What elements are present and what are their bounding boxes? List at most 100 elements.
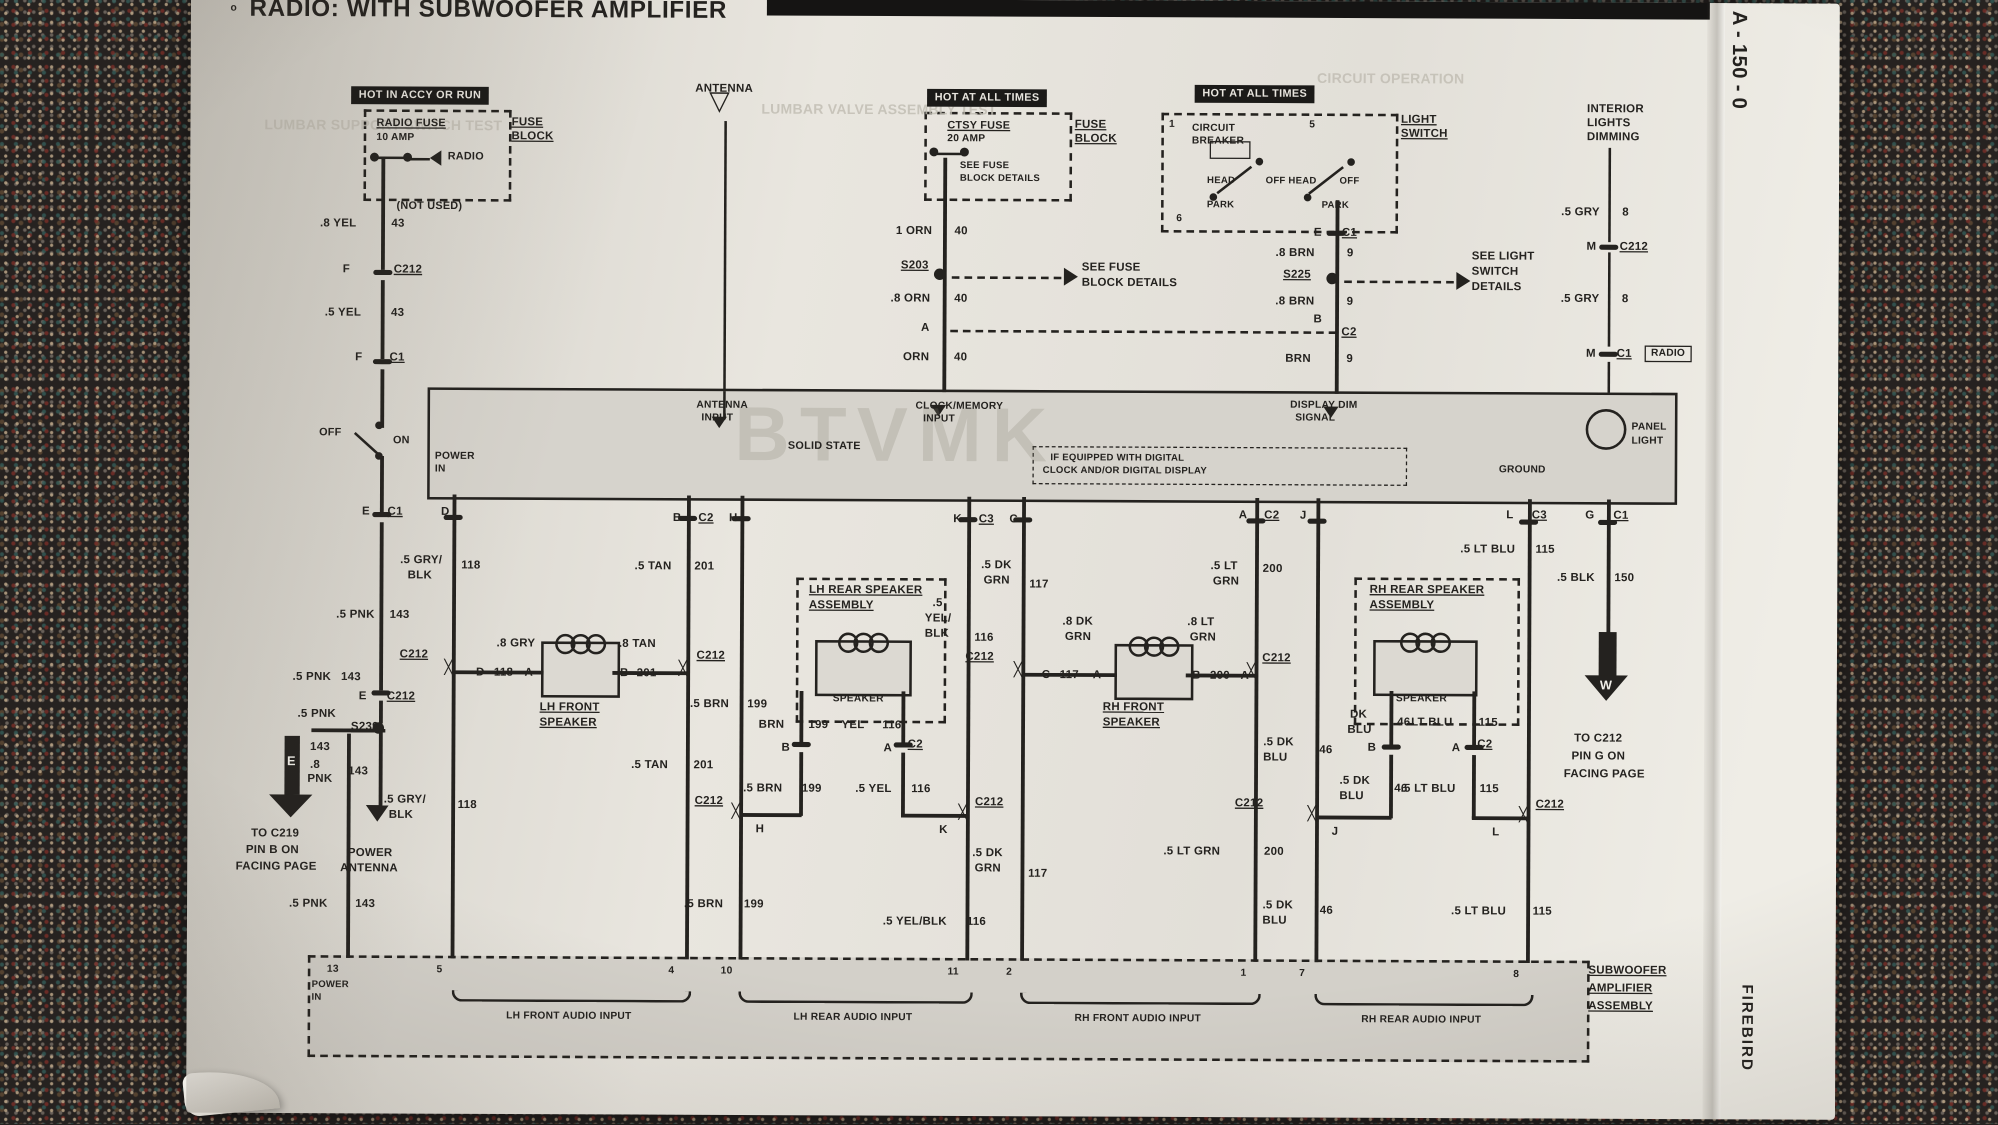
diagram-label: SWITCH bbox=[1471, 264, 1519, 278]
wire-segment bbox=[965, 496, 972, 961]
wire-segment bbox=[379, 455, 384, 513]
diagram-label: C212 bbox=[393, 262, 423, 276]
diagram-label: 8 bbox=[1621, 291, 1629, 305]
contact-icon bbox=[1347, 158, 1355, 166]
diagram-label: BRN bbox=[1285, 351, 1311, 365]
diagram-label: H bbox=[755, 822, 765, 835]
diagram-label: SPEAKER bbox=[1102, 715, 1161, 729]
diagram-label: PARK bbox=[1206, 198, 1235, 210]
diagram-label: .5 GRY bbox=[1561, 204, 1600, 218]
splice-dot bbox=[933, 268, 946, 281]
diagram-label: 20 AMP bbox=[947, 132, 986, 144]
diagram-label: SPEAKER bbox=[1395, 692, 1448, 704]
diagram-label: .5 BLK bbox=[1556, 570, 1595, 584]
diagram-label: BLOCK bbox=[1074, 131, 1117, 145]
connector-x-icon: ╳ bbox=[731, 804, 741, 820]
wire-segment bbox=[1598, 632, 1617, 678]
coil-icon bbox=[1430, 632, 1451, 654]
wire-segment bbox=[1020, 496, 1026, 961]
diagram-label: ORN bbox=[902, 349, 930, 363]
diagram-label: 5 bbox=[436, 963, 443, 975]
diagram-label: 201 bbox=[636, 666, 657, 679]
diagram-label: 115 bbox=[1535, 542, 1555, 556]
diagram-label: 200 bbox=[1263, 844, 1284, 858]
diagram-label: POWER bbox=[347, 845, 393, 859]
diagram-label: FACING PAGE bbox=[235, 859, 317, 873]
diagram-label: 150 bbox=[1614, 570, 1635, 584]
diagram-label: M bbox=[1585, 346, 1596, 360]
diagram-label: TO C219 bbox=[251, 826, 300, 840]
connector-x-icon: ╳ bbox=[958, 805, 968, 821]
diagram-label: .8 bbox=[309, 757, 321, 771]
diagram-label: .8 ORN bbox=[890, 291, 931, 305]
diagram-label: 46 bbox=[1319, 742, 1333, 756]
diagram-label: 199 bbox=[801, 781, 822, 795]
diagram-label: CIRCUIT bbox=[1191, 121, 1236, 134]
diagram-label: 46 bbox=[1319, 903, 1334, 917]
hot-at-all-times-label: HOT AT ALL TIMES bbox=[1194, 84, 1315, 104]
wire-segment bbox=[1316, 815, 1392, 820]
diagram-label: ANTENNA bbox=[340, 860, 399, 874]
diagram-label: RH FRONT AUDIO INPUT bbox=[1074, 1011, 1202, 1025]
diagram-label: BRN bbox=[758, 717, 785, 731]
diagram-label: OFF bbox=[1339, 174, 1360, 187]
diagram-label: RADIO FUSE bbox=[376, 115, 446, 129]
diagram-label: 8 bbox=[1622, 205, 1629, 219]
diagram-label: 115 bbox=[1532, 904, 1552, 918]
diagram-label: 199 bbox=[743, 897, 764, 910]
diagram-label: LH REAR AUDIO INPUT bbox=[793, 1010, 913, 1023]
diagram-label: 1 bbox=[1240, 966, 1247, 979]
diagram-label: .5 PNK bbox=[288, 896, 328, 910]
diagram-label: DIMMING bbox=[1586, 129, 1640, 143]
diagram-label: 7 bbox=[1299, 967, 1306, 979]
diagram-label: .5 TAN bbox=[634, 558, 672, 572]
diagram-label: PARK bbox=[1321, 198, 1350, 211]
wire-segment bbox=[379, 522, 384, 691]
diagram-label: 40 bbox=[954, 291, 968, 305]
diagram-label: BLOCK bbox=[511, 129, 554, 142]
connector-icon bbox=[373, 269, 393, 276]
diagram-label: E bbox=[358, 689, 367, 702]
hot-in-accy-or-run-label: HOT IN ACCY OR RUN bbox=[351, 86, 489, 105]
diagram-label: GRN bbox=[1189, 630, 1217, 644]
page-crease bbox=[1702, 3, 1726, 1120]
diagram-label: 118 bbox=[461, 558, 481, 572]
connector-x-icon: ╳ bbox=[678, 661, 688, 677]
diagram-label: K bbox=[953, 511, 962, 525]
diagram-label: A bbox=[883, 741, 893, 754]
diagram-label: LIGHTS bbox=[1586, 115, 1631, 129]
wire-segment bbox=[380, 156, 386, 270]
diagram-label: IN bbox=[311, 990, 322, 1003]
diagram-label: SEE FUSE bbox=[1081, 260, 1141, 274]
diagram-label: PIN G ON bbox=[1571, 749, 1626, 763]
diagram-label: .5 DK bbox=[1263, 735, 1294, 748]
diagram-label: GRN bbox=[974, 861, 1001, 875]
diagram-label: .5 LT BLU bbox=[1400, 781, 1456, 795]
diagram-label: C212 bbox=[974, 794, 1004, 808]
diagram-label: LH FRONT AUDIO INPUT bbox=[506, 1009, 632, 1022]
diagram-label: TO C212 bbox=[1574, 731, 1623, 745]
diagram-label: .5 LT BLU bbox=[1460, 542, 1516, 556]
diagram-label: D bbox=[476, 665, 485, 679]
wire-segment bbox=[723, 121, 727, 392]
diagram-label: LH FRONT bbox=[539, 700, 600, 714]
diagram-label: E bbox=[362, 504, 371, 518]
diagram-label: C212 bbox=[1262, 650, 1291, 664]
diagram-label: PIN B ON bbox=[245, 842, 299, 856]
diagram-label: C212 bbox=[965, 649, 994, 663]
diagram-label: 1 ORN bbox=[895, 223, 933, 237]
diagram-label: .5 DK bbox=[981, 557, 1012, 571]
wire-segment bbox=[1253, 497, 1260, 962]
diagram-label: INPUT bbox=[701, 411, 734, 424]
e-arrow-label: E bbox=[287, 754, 296, 770]
w-arrow-label: W bbox=[1599, 679, 1613, 694]
switch-blade bbox=[353, 431, 384, 460]
diagram-label: SIGNAL bbox=[1295, 411, 1336, 424]
arrow-icon bbox=[365, 805, 389, 822]
diagram-label: C2 bbox=[907, 737, 923, 751]
connector-icon bbox=[1598, 351, 1618, 357]
wire-segment bbox=[1526, 499, 1532, 964]
diagram-label: CLOCK/MEMORY bbox=[915, 399, 1004, 412]
diagram-label: H bbox=[728, 510, 738, 524]
diagram-label: GROUND bbox=[1498, 463, 1546, 476]
